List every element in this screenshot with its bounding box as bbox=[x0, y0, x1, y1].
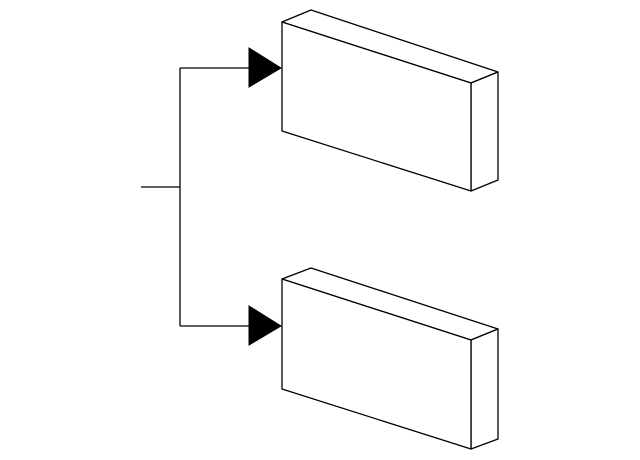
block-lower bbox=[281, 267, 499, 450]
connector bbox=[141, 67, 250, 327]
block-upper-side-face bbox=[470, 71, 499, 192]
upper-arrow-icon bbox=[248, 47, 282, 88]
lower-arrow-icon bbox=[248, 305, 282, 346]
block-lower-front-face bbox=[281, 278, 472, 450]
block-lower-side-face bbox=[470, 328, 499, 450]
block-upper-front-face bbox=[281, 21, 472, 192]
block-upper bbox=[281, 9, 499, 192]
